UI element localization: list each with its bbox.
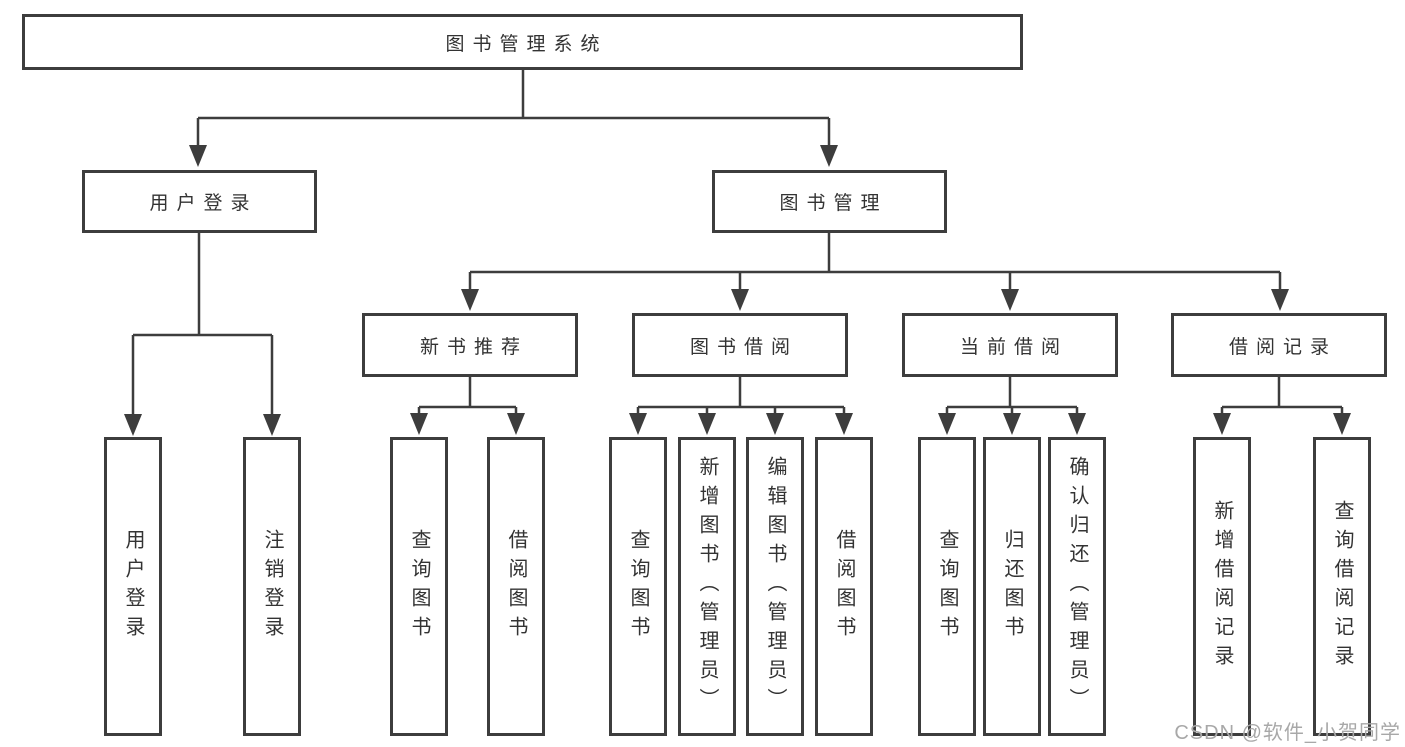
leaf-label: 注销登录 xyxy=(261,528,283,645)
leaf-label: 编辑图书（管理员） xyxy=(764,456,786,717)
leaf-borrow-books: 借阅图书 xyxy=(815,437,873,736)
leaf-label: 查询图书 xyxy=(627,528,649,645)
node-root-library-system: 图书管理系统 xyxy=(22,14,1023,70)
node-new-book-recommend: 新书推荐 xyxy=(362,313,578,377)
leaf-return-books: 归还图书 xyxy=(983,437,1041,736)
leaf-label: 借阅图书 xyxy=(505,528,527,645)
leaf-add-borrow-record: 新增借阅记录 xyxy=(1193,437,1251,736)
leaf-label: 确认归还（管理员） xyxy=(1066,456,1088,717)
node-book-borrow: 图书借阅 xyxy=(632,313,848,377)
leaf-label: 用户登录 xyxy=(122,528,144,645)
leaf-label: 新增借阅记录 xyxy=(1211,499,1233,674)
csdn-watermark: CSDN @软件_小贺同学 xyxy=(1174,722,1401,744)
node-label: 用户登录 xyxy=(149,193,258,214)
node-label: 借阅记录 xyxy=(1228,336,1337,358)
node-label: 当前借阅 xyxy=(959,336,1068,358)
leaf-query-books-borrow: 查询图书 xyxy=(609,437,667,736)
node-current-borrow: 当前借阅 xyxy=(902,313,1118,377)
leaf-query-books-current: 查询图书 xyxy=(918,437,976,736)
edges-new-book-recommend xyxy=(410,377,525,435)
node-label: 新书推荐 xyxy=(419,336,528,358)
node-label: 图书管理 xyxy=(779,193,888,214)
edges-user-login xyxy=(124,233,281,436)
leaf-edit-book-admin: 编辑图书（管理员） xyxy=(746,437,804,736)
node-borrow-records: 借阅记录 xyxy=(1171,313,1387,377)
edges-borrow-records xyxy=(1213,377,1351,435)
leaf-query-books-recommend: 查询图书 xyxy=(390,437,448,736)
node-label: 图书借阅 xyxy=(689,336,798,358)
node-label: 图书管理系统 xyxy=(445,33,608,55)
edges-root xyxy=(189,70,838,167)
leaf-add-book-admin: 新增图书（管理员） xyxy=(678,437,736,736)
leaf-query-borrow-record: 查询借阅记录 xyxy=(1313,437,1371,736)
node-user-login: 用户登录 xyxy=(82,170,317,233)
leaf-logout: 注销登录 xyxy=(243,437,301,736)
leaf-user-login: 用户登录 xyxy=(104,437,162,736)
edges-book-borrow xyxy=(629,377,853,435)
leaf-confirm-return-admin: 确认归还（管理员） xyxy=(1048,437,1106,736)
leaf-label: 借阅图书 xyxy=(833,528,855,645)
leaf-label: 查询图书 xyxy=(936,528,958,645)
node-book-management: 图书管理 xyxy=(712,170,947,233)
leaf-label: 查询图书 xyxy=(408,528,430,645)
edges-current-borrow xyxy=(938,377,1086,435)
leaf-label: 归还图书 xyxy=(1001,528,1023,645)
leaf-borrow-books-recommend: 借阅图书 xyxy=(487,437,545,736)
leaf-label: 查询借阅记录 xyxy=(1331,499,1353,674)
edges-book-management xyxy=(461,233,1289,311)
leaf-label: 新增图书（管理员） xyxy=(696,456,718,717)
